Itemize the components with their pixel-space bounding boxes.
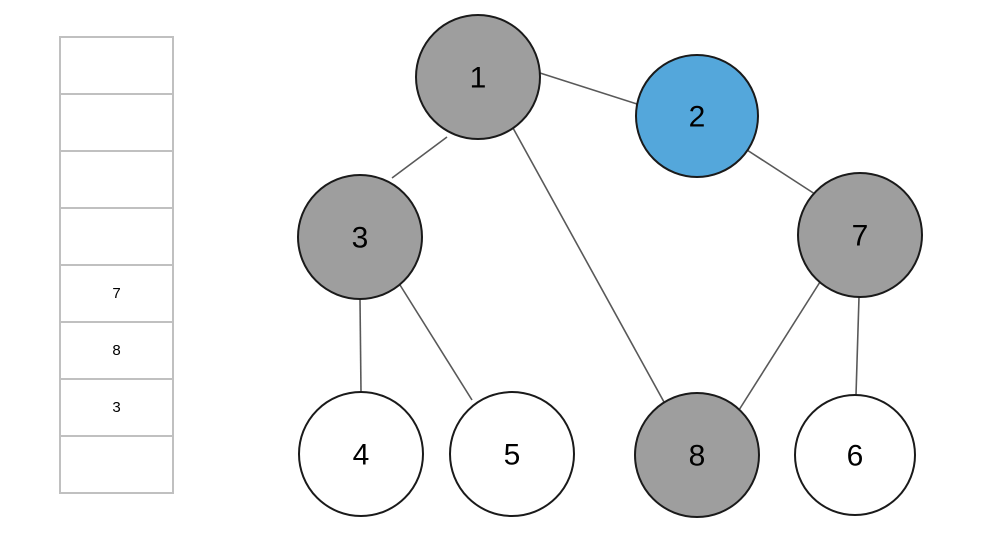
graph-edge-7-8: [738, 281, 821, 411]
stack-cell[interactable]: [61, 38, 172, 95]
stack-cell[interactable]: 7: [61, 266, 172, 323]
graph-node-label-7: 7: [852, 220, 869, 253]
stack-cell[interactable]: [61, 152, 172, 209]
graph-node-label-6: 6: [847, 440, 864, 473]
graph-node-circle-5[interactable]: [449, 391, 575, 517]
graph-node-label-8: 8: [689, 440, 706, 473]
graph-node-5[interactable]: 5: [449, 391, 575, 517]
graph-node-circle-8[interactable]: [634, 392, 760, 518]
graph-node-7[interactable]: 7: [797, 172, 923, 298]
graph-edges: [359, 72, 860, 411]
graph-node-3[interactable]: 3: [297, 174, 423, 300]
graph-node-circle-7[interactable]: [797, 172, 923, 298]
graph-node-label-4: 4: [353, 439, 370, 472]
stack-cell[interactable]: [61, 95, 172, 152]
graph-node-circle-1[interactable]: [415, 14, 541, 140]
graph-edge-1-8: [512, 127, 665, 403]
graph-edge-3-5: [399, 284, 473, 401]
graph-node-1[interactable]: 1: [415, 14, 541, 140]
graph-edge-1-3: [391, 136, 448, 179]
graph-node-label-1: 1: [470, 62, 487, 95]
stack-cell[interactable]: [61, 209, 172, 266]
graph-edge-3-4: [359, 298, 362, 393]
stack-cell[interactable]: 3: [61, 380, 172, 437]
graph-nodes: 1 2 3 7 4 5 8 6: [297, 14, 923, 518]
graph-node-4[interactable]: 4: [298, 391, 424, 517]
graph-node-circle-2[interactable]: [635, 54, 759, 178]
stack-cell[interactable]: 8: [61, 323, 172, 380]
graph-node-circle-6[interactable]: [794, 394, 916, 516]
graph-node-label-5: 5: [504, 439, 521, 472]
graph-node-2[interactable]: 2: [635, 54, 759, 178]
graph-node-label-2: 2: [689, 101, 706, 134]
graph-node-circle-3[interactable]: [297, 174, 423, 300]
graph-edge-1-2: [539, 72, 638, 105]
graph-node-6[interactable]: 6: [794, 394, 916, 516]
graph-node-8[interactable]: 8: [634, 392, 760, 518]
graph-edge-2-7: [746, 149, 819, 197]
graph-edge-7-6: [855, 296, 860, 396]
graph-node-label-3: 3: [352, 222, 369, 255]
graph-node-circle-4[interactable]: [298, 391, 424, 517]
